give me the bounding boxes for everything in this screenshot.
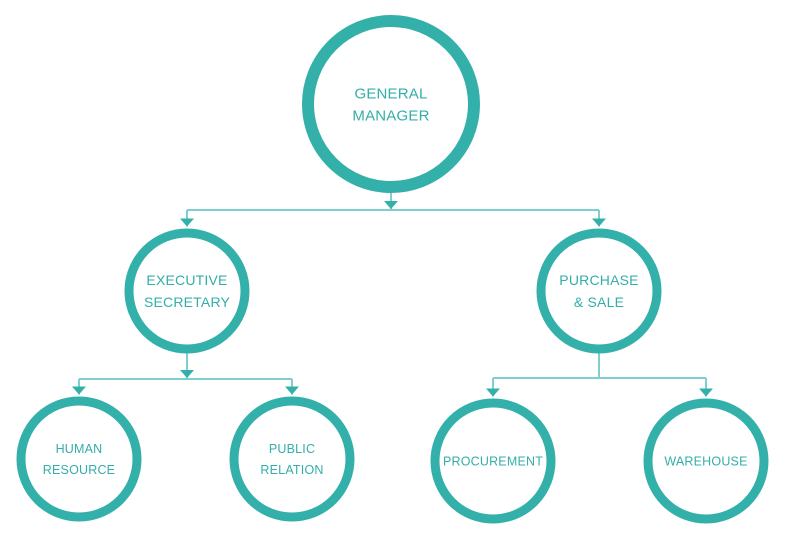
node-purchase-sale[interactable]: PURCHASE & SALE bbox=[536, 228, 662, 354]
node-public-relation[interactable]: PUBLIC RELATION bbox=[229, 396, 355, 522]
node-label: PURCHASE bbox=[559, 272, 638, 288]
node-label: MANAGER bbox=[352, 107, 429, 124]
nodes: GENERAL MANAGER EXECUTIVE SECRETARY PURCHASE… bbox=[16, 15, 769, 524]
arrow-icon bbox=[699, 388, 713, 397]
node-circle[interactable] bbox=[229, 396, 355, 522]
connectors bbox=[72, 193, 713, 397]
node-circle[interactable] bbox=[430, 398, 556, 524]
node-executive-secretary[interactable]: EXECUTIVE SECRETARY bbox=[124, 228, 250, 354]
node-circle[interactable] bbox=[536, 228, 662, 354]
node-circle[interactable] bbox=[302, 15, 480, 193]
node-circle[interactable] bbox=[643, 398, 769, 524]
arrow-icon bbox=[285, 386, 299, 395]
node-label: WAREHOUSE bbox=[664, 455, 747, 469]
arrow-icon bbox=[180, 370, 194, 378]
node-circle[interactable] bbox=[124, 228, 250, 354]
node-label: PUBLIC bbox=[269, 442, 315, 456]
arrow-icon bbox=[592, 218, 606, 227]
node-label: PROCUREMENT bbox=[443, 455, 543, 469]
node-human-resource[interactable]: HUMAN RESOURCE bbox=[16, 396, 142, 522]
node-general-manager[interactable]: GENERAL MANAGER bbox=[302, 15, 480, 193]
arrow-icon bbox=[486, 388, 500, 397]
node-label: RELATION bbox=[260, 463, 323, 477]
node-label: SECRETARY bbox=[144, 294, 231, 310]
node-label: HUMAN bbox=[56, 442, 103, 456]
arrow-icon bbox=[180, 218, 194, 227]
node-circle[interactable] bbox=[16, 396, 142, 522]
node-label: GENERAL bbox=[354, 85, 427, 102]
arrow-icon bbox=[72, 386, 86, 395]
node-label: RESOURCE bbox=[43, 463, 115, 477]
arrow-icon bbox=[384, 201, 398, 209]
node-label: & SALE bbox=[574, 294, 624, 310]
node-warehouse[interactable]: WAREHOUSE bbox=[643, 398, 769, 524]
node-procurement[interactable]: PROCUREMENT bbox=[430, 398, 556, 524]
node-label: EXECUTIVE bbox=[146, 272, 227, 288]
